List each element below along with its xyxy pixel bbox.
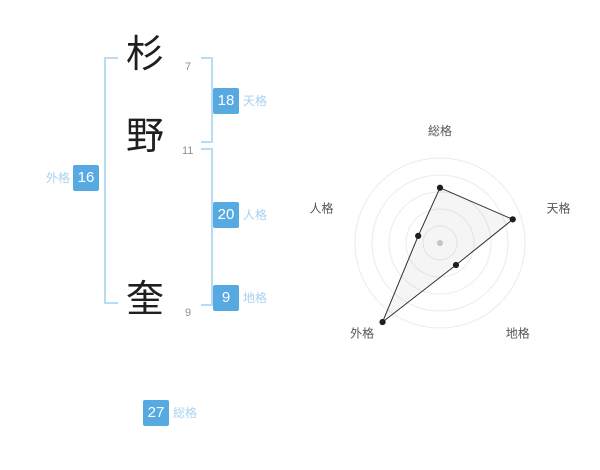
radar-axis-label: 総格 [428, 123, 452, 138]
chikaku-value-box: 9 [213, 285, 239, 311]
radar-ring [371, 174, 509, 312]
radar-polygon [381, 187, 514, 324]
gaikaku-label: 外格 [45, 171, 70, 185]
jinkaku-bracket [201, 148, 213, 306]
tenkaku-label: 天格 [243, 94, 268, 108]
radar-axis-label: 地格 [506, 326, 530, 341]
name-char-1: 杉 [126, 34, 165, 76]
gaikaku-value-box: 16 [73, 165, 99, 191]
chikaku-label: 地格 [243, 291, 268, 305]
soukaku-label: 総格 [173, 406, 198, 420]
soukaku-value-box: 27 [143, 400, 169, 426]
radar-ring [388, 191, 492, 295]
stroke-count-1: 7 [185, 61, 192, 73]
name-char-3: 奎 [126, 279, 165, 321]
radar-axis-label: 人格 [309, 200, 333, 215]
radar-point [415, 232, 422, 240]
stroke-count-2: 11 [182, 145, 194, 157]
radar-center-dot [437, 240, 443, 246]
radar-axis-label: 外格 [350, 326, 374, 341]
tenkaku-bracket [201, 57, 213, 143]
radar-point [436, 184, 444, 191]
radar-point [379, 318, 386, 326]
name-char-2: 野 [126, 116, 165, 158]
radar-ring [354, 157, 526, 329]
radar-point [509, 216, 516, 223]
jinkaku-label: 人格 [243, 208, 268, 222]
radar-axis-label: 天格 [547, 200, 571, 215]
gaikaku-bracket [104, 57, 118, 304]
radar-point [452, 261, 460, 269]
stroke-count-3: 9 [185, 307, 192, 319]
radar-ring [422, 225, 458, 261]
jinkaku-value-box: 20 [213, 202, 239, 228]
radar-chart: 総格天格地格 外格 人格 [290, 93, 590, 393]
tenkaku-value-box: 18 [213, 88, 239, 114]
